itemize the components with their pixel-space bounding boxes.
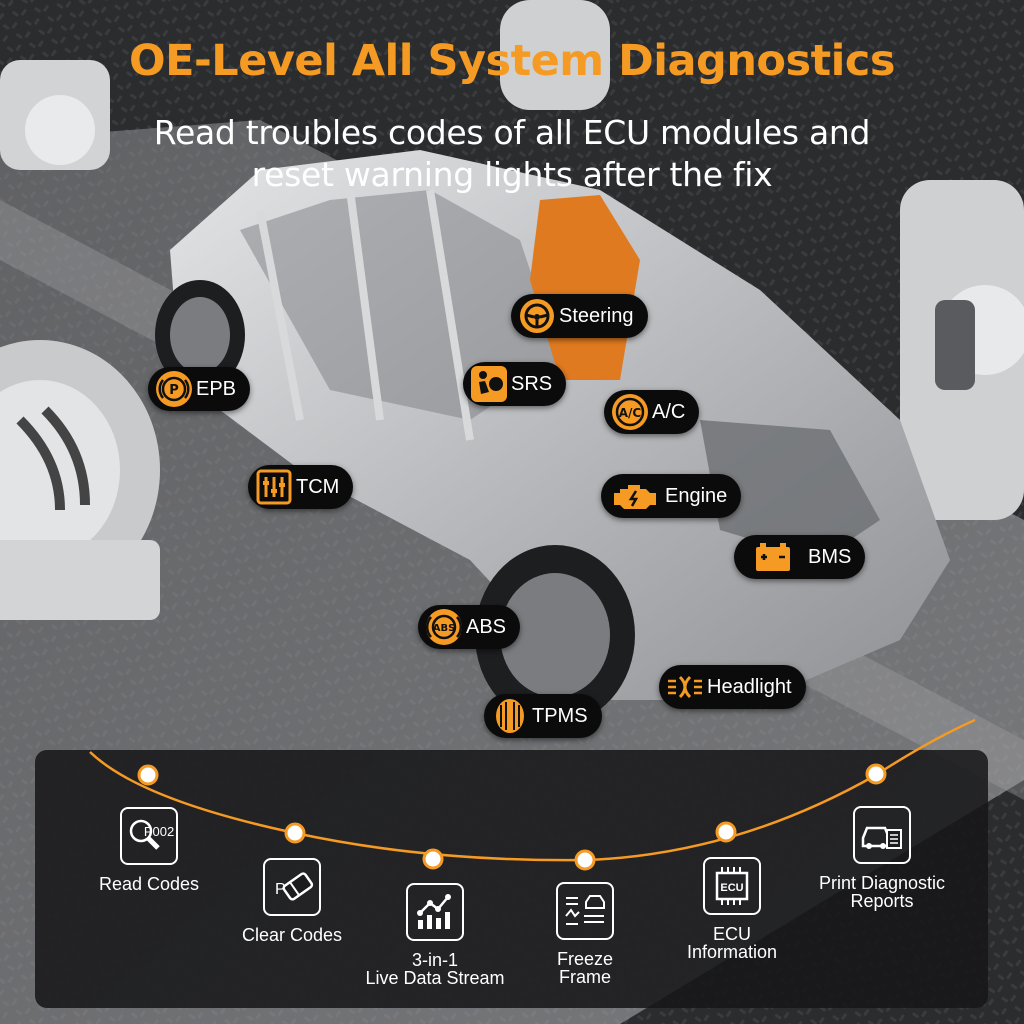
feature-clear-codes: P Clear Codes [222,858,362,944]
module-label: Headlight [707,675,792,698]
module-epb-pill: P EPB [148,367,251,411]
feature-live-data: 3-in-1 Live Data Stream [360,883,510,987]
module-label: TPMS [532,704,588,727]
svg-text:ABS: ABS [433,623,456,634]
module-ac-pill: A/C A/C [604,390,700,434]
eraser-icon: P [263,858,321,916]
feature-read-codes: P002 Read Codes [79,807,219,893]
module-label: BMS [808,545,852,568]
features-panel [35,750,988,1008]
svg-text:ECU: ECU [720,882,743,894]
module-bms-pill: BMS [734,535,866,579]
right-robot-arm [900,180,1024,520]
engine-icon [607,476,663,516]
headlight-icon [665,667,705,707]
feature-label: Read Codes [98,874,200,894]
feature-label-line-1: Print Diagnostic [818,873,946,893]
module-label: A/C [652,400,686,423]
abs-icon: ABS [424,607,464,647]
module-srs-pill: SRS [463,362,567,406]
module-tcm-pill: TCM [248,465,354,509]
page-subtitle: Read troubles codes of all ECU modules a… [0,112,1024,196]
feature-label-line-1: Freeze [556,949,614,969]
steering-wheel-icon [517,296,557,336]
feature-label-line-2: Live Data Stream [365,968,505,988]
feature-freeze-frame: Freeze Frame [515,882,655,986]
module-label: EPB [196,377,237,400]
page-title: OE-Level All System Diagnostics [129,36,895,86]
left-robot-arm [0,340,160,620]
svg-text:P: P [275,881,286,898]
parking-brake-icon: P [154,369,194,409]
svg-text:A/C: A/C [619,406,642,420]
module-label: Steering [559,304,634,327]
feature-label-line-2: Frame [558,967,611,987]
ac-icon: A/C [610,392,650,432]
subtitle-line-1: Read troubles codes of all ECU modules a… [153,113,871,152]
module-label: SRS [511,372,553,395]
read-codes-icon: P002 [120,807,178,865]
subtitle-line-2: reset warning lights after the fix [251,155,773,194]
module-label: Engine [665,484,728,507]
freeze-frame-icon [556,882,614,940]
top-left-robot-arm [0,0,610,170]
module-tpms-pill: TPMS [484,694,602,738]
airbag-icon [469,364,509,404]
module-abs-pill: ABS ABS [418,605,521,649]
module-steering-pill: Steering [511,294,648,338]
feature-label-line-1: ECU [712,924,751,944]
module-label: TCM [296,475,340,498]
svg-text:P002: P002 [144,824,174,839]
feature-label: Clear Codes [241,925,343,945]
module-engine-pill: Engine [601,474,742,518]
module-headlight-pill: Headlight [659,665,806,709]
car-report-icon [853,806,911,864]
ecu-chip-icon: ECU [703,857,761,915]
live-data-chart-icon [406,883,464,941]
feature-print-reports: Print Diagnostic Reports [796,806,968,910]
module-label: ABS [466,615,507,638]
feature-label-line-2: Reports [850,891,914,911]
feature-label-line-2: Information [686,942,778,962]
transmission-icon [254,467,294,507]
feature-label-line-1: 3-in-1 [411,950,459,970]
battery-icon [748,537,798,577]
svg-text:P: P [169,383,179,398]
tire-pressure-icon [490,696,530,736]
feature-ecu-information: ECU ECU Information [662,857,802,961]
